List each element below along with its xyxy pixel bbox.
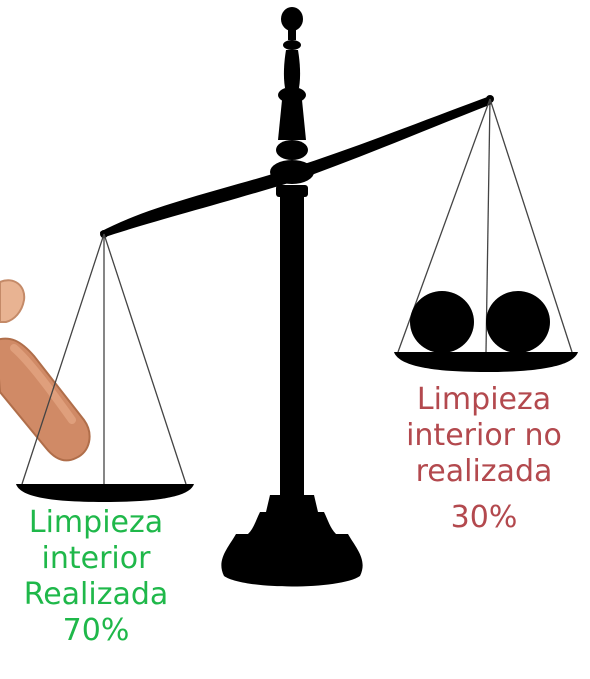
left-label-line-2: interior xyxy=(41,541,151,576)
right-label-line-2: interior no xyxy=(406,418,562,453)
left-label-line-1: Limpieza xyxy=(28,505,164,540)
right-label-line-3: realizada xyxy=(415,454,553,489)
right-label-line-1: Limpieza xyxy=(416,382,552,417)
left-pan-label: Limpieza interior Realizada 70% xyxy=(6,505,186,649)
hand-finger-icon xyxy=(0,279,91,462)
left-label-percent: 70% xyxy=(62,613,130,648)
right-pan xyxy=(394,98,578,372)
right-label-percent: 30% xyxy=(450,500,518,535)
scale-column xyxy=(221,7,363,587)
right-pan-label: Limpieza interior no realizada 30% xyxy=(378,382,590,536)
scale-beam xyxy=(100,95,494,238)
left-label-line-3: Realizada xyxy=(23,577,169,612)
left-pan xyxy=(16,233,194,502)
ball-weight-icon xyxy=(410,291,550,353)
